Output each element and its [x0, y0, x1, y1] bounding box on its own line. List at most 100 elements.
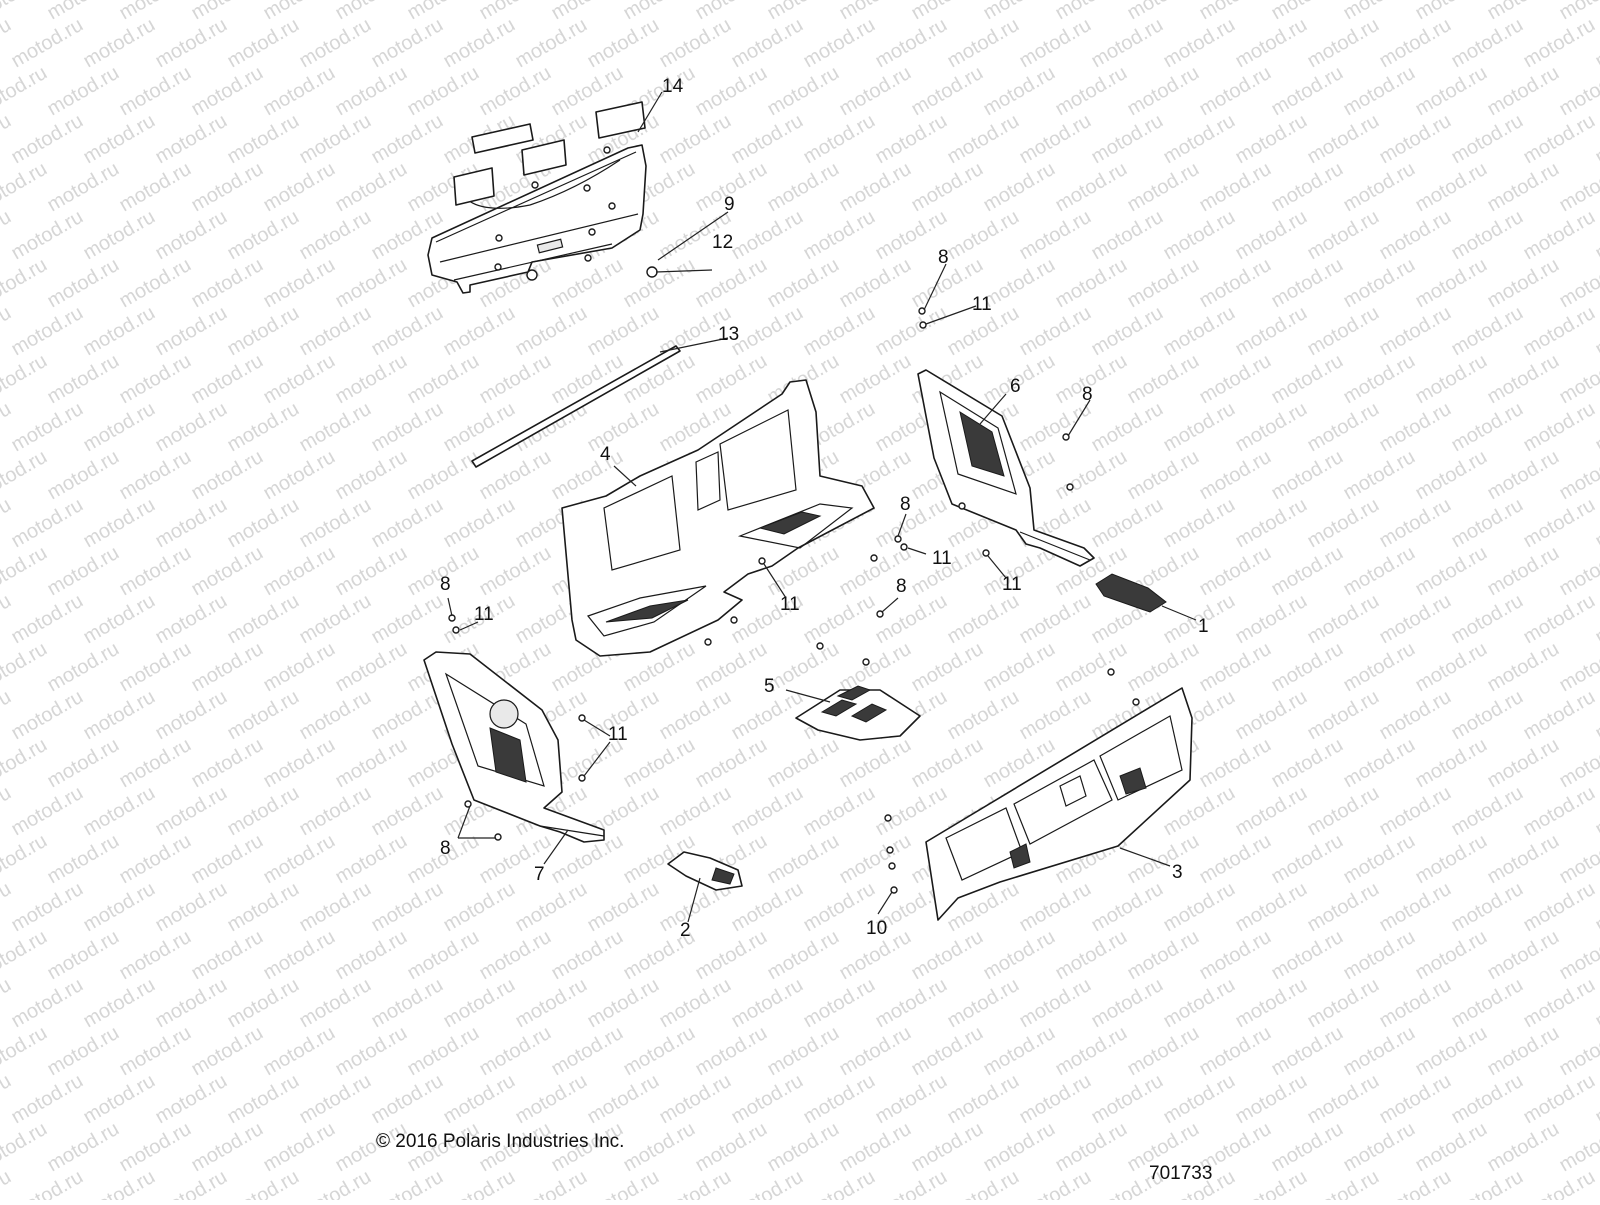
watermark-text: motod.ru — [1196, 926, 1275, 985]
callout-8: 8 — [1082, 384, 1093, 405]
watermark-text: motod.ru — [1412, 1118, 1491, 1177]
watermark-text: motod.ru — [728, 1166, 807, 1200]
watermark-text: motod.ru — [1448, 206, 1527, 265]
watermark-text: motod.ru — [1376, 1070, 1455, 1129]
watermark-text: motod.ru — [1160, 974, 1239, 1033]
watermark-text: motod.ru — [1556, 734, 1600, 793]
watermark-text: motod.ru — [1196, 158, 1275, 217]
watermark-text: motod.ru — [1340, 542, 1419, 601]
watermark-text: motod.ru — [1376, 1166, 1455, 1200]
watermark-text: motod.ru — [0, 1022, 51, 1081]
watermark-text: motod.ru — [8, 110, 87, 169]
watermark-text: motod.ru — [584, 974, 663, 1033]
watermark-text: motod.ru — [1412, 830, 1491, 889]
watermark-text: motod.ru — [260, 638, 339, 697]
watermark-text: motod.ru — [1088, 110, 1167, 169]
watermark-text: motod.ru — [188, 158, 267, 217]
watermark-text: motod.ru — [224, 878, 303, 937]
watermark-text: motod.ru — [1052, 158, 1131, 217]
watermark-text: motod.ru — [584, 302, 663, 361]
watermark-text: motod.ru — [0, 734, 51, 793]
watermark-text: motod.ru — [260, 1118, 339, 1177]
watermark-text: motod.ru — [1232, 590, 1311, 649]
watermark-text: motod.ru — [440, 878, 519, 937]
watermark-text: motod.ru — [692, 1022, 771, 1081]
watermark-text: motod.ru — [224, 1166, 303, 1200]
watermark-text: motod.ru — [1196, 638, 1275, 697]
watermark-text: motod.ru — [1412, 0, 1491, 24]
watermark-text: motod.ru — [1052, 254, 1131, 313]
watermark-text: motod.ru — [260, 0, 339, 24]
watermark-text: motod.ru — [188, 254, 267, 313]
watermark-text: motod.ru — [1376, 494, 1455, 553]
watermark-text: motod.ru — [872, 110, 951, 169]
watermark-text: motod.ru — [908, 926, 987, 985]
watermark-text: motod.ru — [1412, 158, 1491, 217]
watermark-text: motod.ru — [152, 590, 231, 649]
watermark-text: motod.ru — [1124, 254, 1203, 313]
watermark-text: motod.ru — [1412, 1022, 1491, 1081]
watermark-text: motod.ru — [872, 1166, 951, 1200]
watermark-text: motod.ru — [980, 0, 1059, 24]
watermark-text: motod.ru — [1052, 1022, 1131, 1081]
watermark-text: motod.ru — [548, 254, 627, 313]
watermark-text: motod.ru — [1052, 62, 1131, 121]
watermark-text: motod.ru — [224, 686, 303, 745]
watermark-text: motod.ru — [404, 62, 483, 121]
watermark-text: motod.ru — [0, 638, 51, 697]
watermark-text: motod.ru — [80, 302, 159, 361]
watermark-text: motod.ru — [8, 590, 87, 649]
watermark-text: motod.ru — [836, 638, 915, 697]
watermark-text: motod.ru — [1304, 686, 1383, 745]
watermark-text: motod.ru — [1340, 830, 1419, 889]
watermark-text: motod.ru — [152, 14, 231, 73]
watermark-text: motod.ru — [1520, 590, 1599, 649]
watermark-text: motod.ru — [44, 734, 123, 793]
watermark-text: motod.ru — [332, 1022, 411, 1081]
callout-11: 11 — [474, 604, 494, 625]
watermark-text: motod.ru — [1520, 110, 1599, 169]
watermark-text: motod.ru — [8, 1070, 87, 1129]
watermark-text: motod.ru — [116, 542, 195, 601]
watermark-text: motod.ru — [1160, 398, 1239, 457]
watermark-text: motod.ru — [1340, 254, 1419, 313]
watermark-text: motod.ru — [908, 1022, 987, 1081]
watermark-text: motod.ru — [0, 254, 51, 313]
callout-8: 8 — [440, 574, 451, 595]
watermark-text: motod.ru — [764, 638, 843, 697]
watermark-text: motod.ru — [1304, 398, 1383, 457]
watermark-text: motod.ru — [836, 158, 915, 217]
watermark-text: motod.ru — [1304, 14, 1383, 73]
watermark-text: motod.ru — [224, 14, 303, 73]
watermark-text: motod.ru — [44, 542, 123, 601]
watermark-text: motod.ru — [764, 1118, 843, 1177]
watermark-text: motod.ru — [404, 350, 483, 409]
watermark-text: motod.ru — [1376, 398, 1455, 457]
watermark-text: motod.ru — [1124, 158, 1203, 217]
watermark-text: motod.ru — [1520, 494, 1599, 553]
watermark-text: motod.ru — [548, 926, 627, 985]
watermark-text: motod.ru — [332, 926, 411, 985]
watermark-text: motod.ru — [80, 686, 159, 745]
watermark-text: motod.ru — [944, 974, 1023, 1033]
watermark-text: motod.ru — [980, 158, 1059, 217]
watermark-text: motod.ru — [1412, 734, 1491, 793]
watermark-text: motod.ru — [44, 62, 123, 121]
watermark-text: motod.ru — [1268, 62, 1347, 121]
watermark-text: motod.ru — [1052, 638, 1131, 697]
watermark-text: motod.ru — [764, 254, 843, 313]
watermark-text: motod.ru — [800, 782, 879, 841]
watermark-text: motod.ru — [800, 110, 879, 169]
watermark-text: motod.ru — [116, 1022, 195, 1081]
watermark-text: motod.ru — [1088, 206, 1167, 265]
watermark-text: motod.ru — [1304, 782, 1383, 841]
watermark-text: motod.ru — [152, 110, 231, 169]
watermark-text: motod.ru — [1232, 1070, 1311, 1129]
watermark-text: motod.ru — [296, 206, 375, 265]
watermark-text: motod.ru — [1376, 590, 1455, 649]
watermark-text: motod.ru — [296, 686, 375, 745]
watermark-text: motod.ru — [728, 110, 807, 169]
callout-6: 6 — [1010, 376, 1021, 397]
watermark-text: motod.ru — [440, 1166, 519, 1200]
watermark-text: motod.ru — [1016, 974, 1095, 1033]
